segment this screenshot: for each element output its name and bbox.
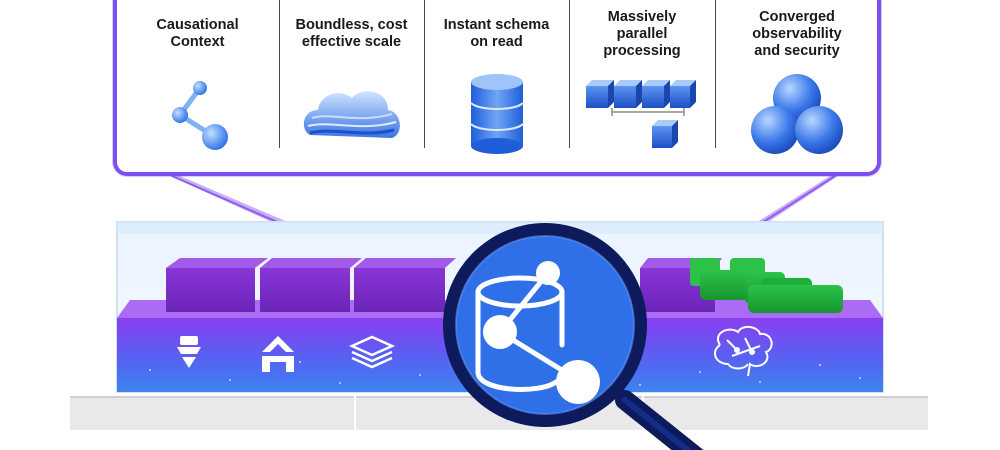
base-bar-right xyxy=(644,396,928,430)
security-agent-icon xyxy=(177,336,201,368)
database-cylinder-icon xyxy=(469,74,524,154)
ai-brain-icon xyxy=(713,326,773,377)
green-data-blocks xyxy=(690,258,843,313)
stack-arrow-icon xyxy=(262,336,294,372)
layers-icon xyxy=(348,335,396,369)
three-spheres-icon xyxy=(751,74,843,154)
feature-label: Boundless, cost effective scale xyxy=(295,17,408,50)
feature-label: Converged observability and security xyxy=(752,9,842,59)
cloud-layers-icon xyxy=(303,91,400,138)
feature-instant-schema: Instant schema on read xyxy=(425,0,568,154)
features-panel: Causational Context Boundless, cost effe… xyxy=(113,0,881,176)
base-bar-left xyxy=(70,396,354,430)
cube-chain-icon xyxy=(586,80,696,148)
feature-label: Causational Context xyxy=(156,17,239,50)
network-nodes-icon xyxy=(171,81,228,150)
feature-causational-context: Causational Context xyxy=(117,0,278,150)
feature-label: Massively parallel processing xyxy=(603,9,681,59)
feature-converged-observability: Converged observability and security xyxy=(716,0,878,154)
feature-parallel-processing: Massively parallel processing xyxy=(570,0,714,150)
purple-data-blocks xyxy=(166,258,722,312)
feature-label: Instant schema on read xyxy=(443,17,550,50)
feature-boundless-scale: Boundless, cost effective scale xyxy=(280,0,423,150)
